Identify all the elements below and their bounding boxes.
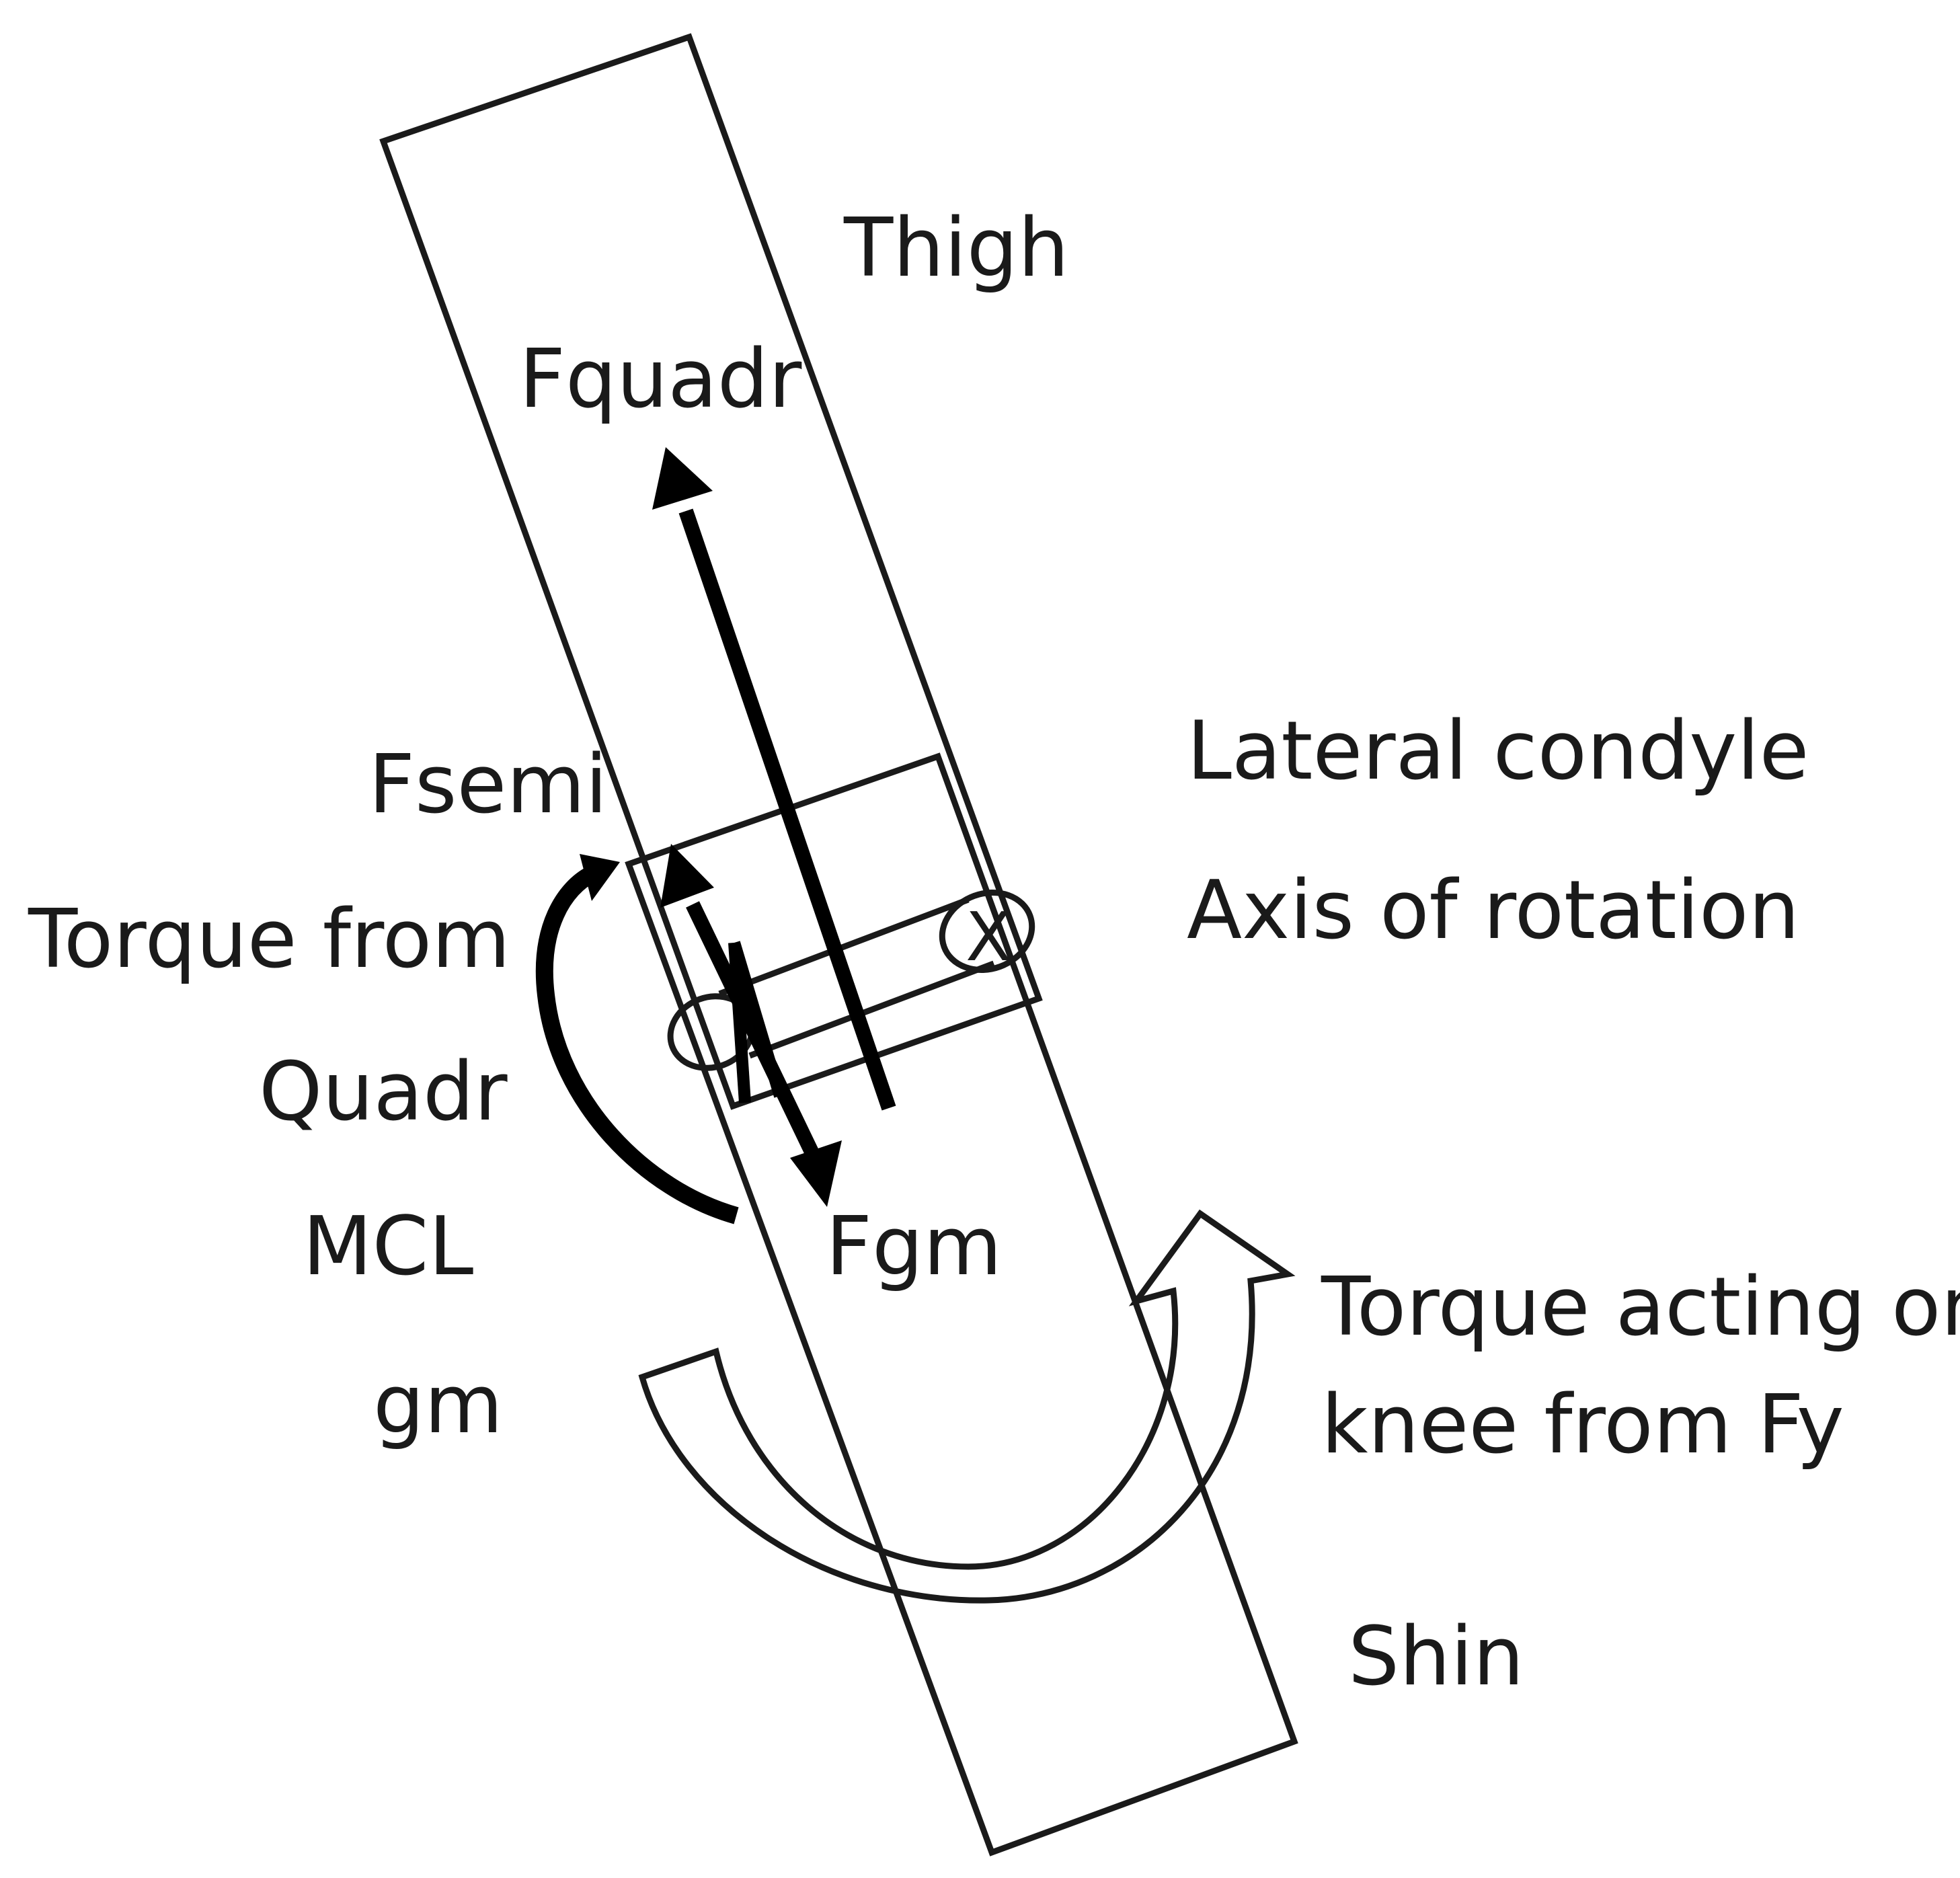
label-torque-from: Torque from bbox=[28, 893, 510, 986]
label-lateral-condyle: Lateral condyle bbox=[1187, 705, 1809, 798]
fquadr-arrow bbox=[652, 447, 896, 1111]
label-torque-acting-line2: knee from Fy bbox=[1321, 1378, 1844, 1472]
label-thigh: Thigh bbox=[843, 202, 1069, 295]
label-fgm: Fgm bbox=[826, 1200, 1002, 1294]
label-gm: gm bbox=[373, 1358, 503, 1452]
label-shin: Shin bbox=[1348, 1610, 1524, 1704]
shin-segment bbox=[625, 752, 1298, 1856]
label-fsemi: Fsemi bbox=[368, 738, 608, 832]
condyle-link bbox=[718, 896, 995, 1059]
fsemi-fgm-arrow bbox=[660, 844, 842, 1207]
fy-torque-arrow bbox=[638, 1209, 1296, 1604]
quadr-torque-arrow bbox=[535, 854, 739, 1224]
label-torque-acting-line1: Torque acting on bbox=[1321, 1261, 1960, 1354]
label-mcl: MCL bbox=[303, 1200, 473, 1294]
tendon-bar-2 bbox=[728, 941, 786, 1098]
axis-marker-x: X bbox=[966, 898, 1012, 976]
label-axis-of-rotation: Axis of rotation bbox=[1187, 864, 1799, 957]
axis-of-rotation-oval bbox=[939, 889, 1035, 974]
thigh-segment bbox=[379, 33, 1043, 1110]
label-quadr: Quadr bbox=[259, 1046, 508, 1139]
label-fquadr: Fquadr bbox=[519, 333, 802, 426]
